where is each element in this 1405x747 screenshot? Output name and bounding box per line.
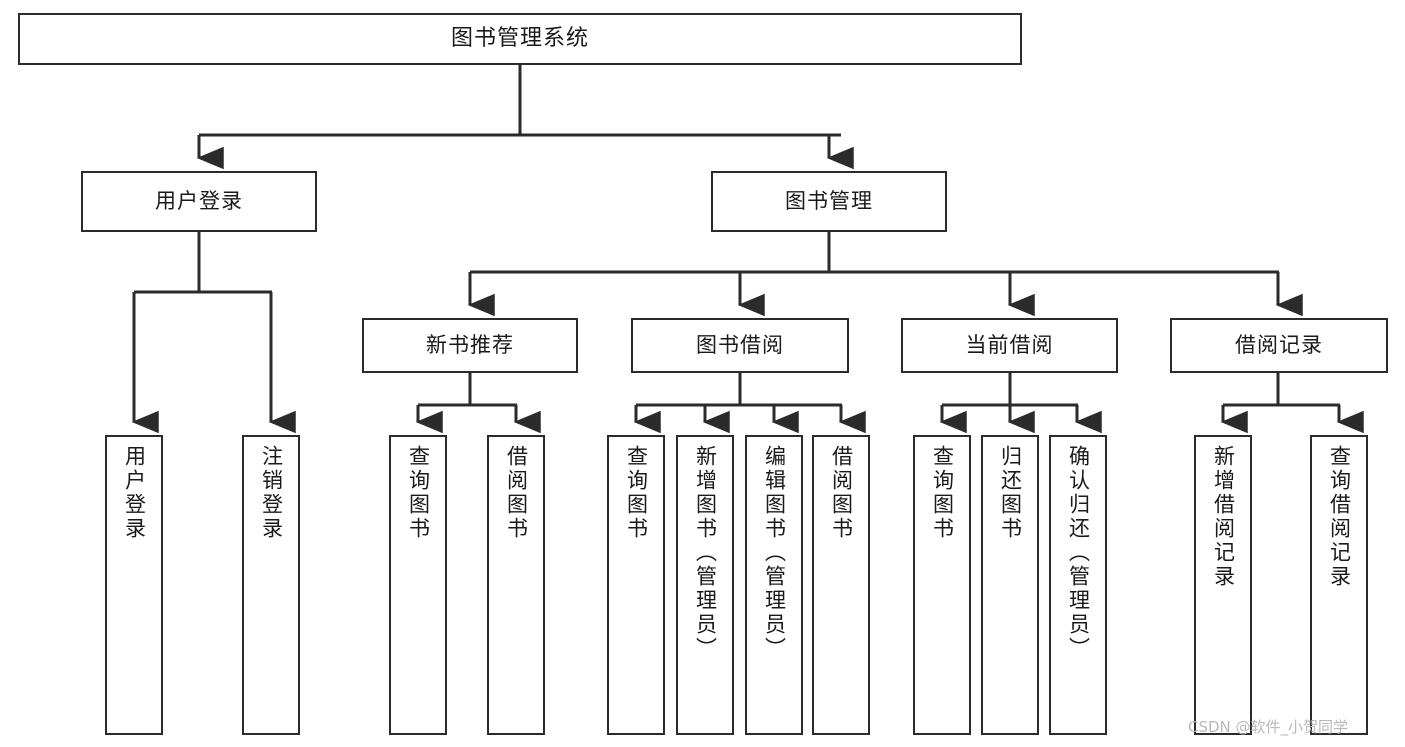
watermark: CSDN @软件_小贺同学 — [1188, 718, 1349, 736]
node-label: 借阅记录 — [1235, 333, 1323, 358]
node-label: 注销登录 — [259, 445, 284, 541]
node-leaf-query-book-current[interactable]: 查询图书 — [913, 435, 971, 735]
node-leaf-logout[interactable]: 注销登录 — [242, 435, 300, 735]
node-leaf-borrow-book[interactable]: 借阅图书 — [812, 435, 870, 735]
node-label: 确认归还（管理员） — [1066, 445, 1091, 661]
node-label: 查询图书 — [406, 445, 431, 541]
node-label: 查询图书 — [930, 445, 955, 541]
node-label: 借阅图书 — [829, 445, 854, 541]
node-label: 新增借阅记录 — [1211, 445, 1236, 589]
node-label: 用户登录 — [122, 445, 147, 541]
node-label: 图书管理 — [785, 189, 873, 214]
node-leaf-borrow-book-recommend[interactable]: 借阅图书 — [487, 435, 545, 735]
node-label: 查询图书 — [624, 445, 649, 541]
node-label: 查询借阅记录 — [1327, 445, 1352, 589]
node-label: 当前借阅 — [965, 333, 1054, 358]
node-root-system[interactable]: 图书管理系统 — [18, 13, 1022, 65]
node-label: 归还图书 — [998, 445, 1023, 541]
node-leaf-confirm-return-admin[interactable]: 确认归还（管理员） — [1049, 435, 1107, 735]
node-leaf-user-login[interactable]: 用户登录 — [105, 435, 163, 735]
node-leaf-query-book-recommend[interactable]: 查询图书 — [389, 435, 447, 735]
node-label: 用户登录 — [155, 189, 243, 214]
node-leaf-add-borrow-record[interactable]: 新增借阅记录 — [1194, 435, 1252, 735]
node-new-book-recommend[interactable]: 新书推荐 — [362, 318, 578, 373]
node-user-login[interactable]: 用户登录 — [81, 171, 317, 232]
node-book-borrow[interactable]: 图书借阅 — [631, 318, 849, 373]
node-label: 图书管理系统 — [450, 26, 589, 52]
node-book-management[interactable]: 图书管理 — [711, 171, 947, 232]
node-label: 借阅图书 — [504, 445, 529, 541]
node-leaf-edit-book-admin[interactable]: 编辑图书（管理员） — [745, 435, 803, 735]
node-leaf-return-book[interactable]: 归还图书 — [981, 435, 1039, 735]
node-label: 新增图书（管理员） — [693, 445, 718, 661]
node-leaf-add-book-admin[interactable]: 新增图书（管理员） — [676, 435, 734, 735]
node-leaf-query-borrow-record[interactable]: 查询借阅记录 — [1310, 435, 1368, 735]
node-leaf-query-book-borrow[interactable]: 查询图书 — [607, 435, 665, 735]
node-borrow-record[interactable]: 借阅记录 — [1170, 318, 1388, 373]
node-label: 编辑图书（管理员） — [762, 445, 787, 661]
node-label: 图书借阅 — [696, 333, 784, 358]
node-current-borrow[interactable]: 当前借阅 — [901, 318, 1118, 373]
node-label: 新书推荐 — [426, 333, 514, 358]
